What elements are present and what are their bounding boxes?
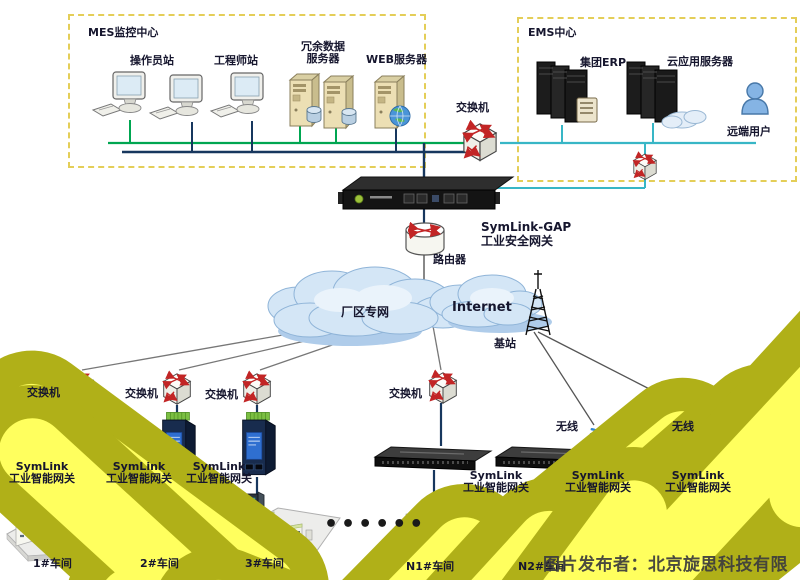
smart-gateway-desc: 工业智能网关 [9,472,75,485]
smart-gateway-desc: 工业智能网关 [463,481,529,494]
ems-switch-icon [634,154,656,180]
smart-gateway-name: SymLink [112,460,166,473]
remote-user-label: 远端用户 [727,125,771,138]
redundant-server-label: 冗余数据 服务器 [292,41,354,65]
operator-station-label: 操作员站 [130,54,174,67]
operator-station-icon [92,71,146,117]
database-icon [306,106,322,123]
workshop-switch-label: 交换机 [389,387,422,400]
web-server-label: WEB服务器 [366,53,428,66]
plant-network-label: 厂区专网 [341,305,390,319]
security-gateway-icon [338,176,515,210]
security-gateway-desc: 工业安全网关 [481,234,554,248]
workshop-switch-label: 交换机 [27,386,60,399]
internet-to-switch-link [432,325,442,371]
smart-gateway-label: SymLink 工业智能网关 [663,470,733,494]
workshop-switch-label: 交换机 [125,387,158,400]
remote-user-icon [741,82,769,115]
plant-cloud-links [81,331,339,371]
workshop-switch-icon [430,373,457,403]
smart-gateway-label: SymLink 工业智能网关 [7,461,77,485]
globe-icon [389,105,411,127]
smart-gateway-label: SymLink 工业智能网关 [461,470,531,494]
wireless-label: 无线 [556,420,578,433]
redundant-server-label-line2: 服务器 [306,52,340,65]
erp-label: 集团ERP [580,56,627,69]
base-station-label: 基站 [494,337,516,350]
internet-label: Internet [452,300,512,315]
router-icon [406,223,444,255]
plc-module-icon [576,97,598,123]
core-switch-icon [464,124,496,161]
workshop-switch-label: 交换机 [205,388,238,401]
smart-gateway-name: SymLink [192,460,246,473]
base-station-icon [525,270,551,336]
workshop-label: N1#车间 [406,560,455,573]
publisher-watermark: 图片发布者：北京旋思科技有限公司 [543,555,788,575]
database-icon [341,108,357,125]
cloud-app-server-stack-icon [626,61,707,129]
mes-green-drops [129,120,337,143]
router-label: 路由器 [433,253,466,266]
engineer-station-icon [210,72,264,118]
ems-zone-title: EMS中心 [528,26,577,39]
smart-gateway-desc: 工业智能网关 [565,481,631,494]
workshop-switch-icon [164,374,191,404]
smart-gateway-desc: 工业智能网关 [665,481,731,494]
smart-gateway-label: SymLink 工业智能网关 [104,461,174,485]
ems-zone-box [517,17,797,182]
smart-gateway-name: SymLink [15,460,69,473]
workshop-label: 1#车间 [33,557,72,570]
internet-cloud-icon [429,274,552,333]
smart-gateway-name: SymLink [571,469,625,482]
erp-server-stack-icon [536,61,598,123]
workshop-switch-icon [244,374,271,404]
core-switch-label: 交换机 [456,101,489,114]
cloud-app-server-label: 云应用服务器 [667,55,733,68]
wireless-label: 无线 [672,420,694,433]
smart-gateway-label: SymLink 工业智能网关 [563,470,633,494]
mes-zone-title: MES监控中心 [88,26,159,39]
mes-zone-box [68,14,426,168]
workshop-label: N2#车间 [518,560,567,573]
rack-gateway-icon [373,445,493,472]
smart-gateway-name: SymLink [671,469,725,482]
small-cloud-icon [661,110,707,129]
smart-gateway-desc: 工业智能网关 [186,472,252,485]
operator-station-icon [149,74,203,120]
engineer-station-label: 工程师站 [214,54,258,67]
smart-gateway-label: SymLink 工业智能网关 [184,461,254,485]
edge-rack-links [432,403,677,506]
security-gateway-name: SymLink-GAP [481,220,572,234]
mes-navy-drops [191,121,397,152]
workshop-label: 3#车间 [245,557,284,570]
ems-teal-links [497,123,654,189]
security-gateway-label: SymLink-GAP 工业安全网关 [481,220,571,248]
ellipsis-label: •••••• [324,512,427,537]
smart-gateway-name: SymLink [469,469,523,482]
workshop-label: 2#车间 [140,557,179,570]
redundant-server-label-line1: 冗余数据 [301,40,345,53]
smart-gateway-desc: 工业智能网关 [106,472,172,485]
